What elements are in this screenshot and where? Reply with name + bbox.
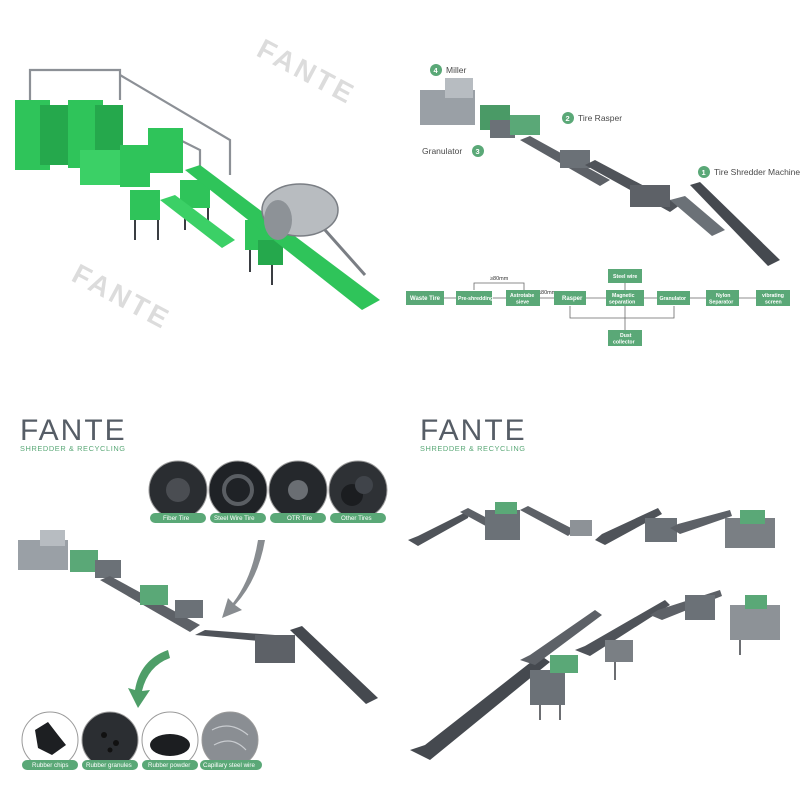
output-capillary-steel-wire: Capillary steel wire xyxy=(200,711,262,770)
brand-logo: FANTE SHREDDER & RECYCLING xyxy=(20,414,127,453)
flow-box-waste-tire: Waste Tire xyxy=(406,291,444,305)
svg-text:Astrotabe: Astrotabe xyxy=(510,293,534,299)
svg-text:Nylon: Nylon xyxy=(716,293,730,299)
svg-text:Tire Shredder Machine: Tire Shredder Machine xyxy=(714,167,800,177)
machinery xyxy=(15,100,283,265)
line-render xyxy=(420,78,780,266)
svg-text:Separator: Separator xyxy=(709,300,733,306)
watermark-top: FANTE xyxy=(252,33,361,111)
flow-box-magnetic-separation: Magnetic separation xyxy=(606,290,644,306)
flow-box-vibrating-screen: vibrating screen xyxy=(756,290,790,306)
label-shredder: 1 Tire Shredder Machine xyxy=(698,166,800,178)
brand-logo: FANTE SHREDDER & RECYCLING xyxy=(420,414,527,453)
flowchart: ≥80mm ≤80mm Waste Tire Pre-shredding Ast… xyxy=(406,269,790,346)
svg-text:Tire Rasper: Tire Rasper xyxy=(578,113,622,123)
label-rasper: 2 Tire Rasper xyxy=(562,112,622,124)
render-lower xyxy=(410,590,780,760)
svg-text:separation: separation xyxy=(609,300,635,306)
label-granulator: Granulator 3 xyxy=(422,145,484,157)
svg-text:OTR Tire: OTR Tire xyxy=(287,515,313,522)
process-overview: 4 Miller 2 Tire Rasper Granulator 3 1 Ti… xyxy=(400,0,800,400)
line-render xyxy=(18,530,378,704)
svg-text:Rasper: Rasper xyxy=(562,296,583,302)
svg-text:vibrating: vibrating xyxy=(762,293,784,299)
flow-box-pre-shredding: Pre-shredding xyxy=(456,291,493,305)
flow-box-nylon-separator: Nylon Separator xyxy=(706,290,739,306)
flow-box-rasper: Rasper xyxy=(554,291,586,305)
plant-render-green-svg: FANTE FANTE xyxy=(15,33,380,336)
watermark-bottom: FANTE xyxy=(67,258,176,336)
input-otr-tire: OTR Tire xyxy=(268,460,328,523)
output-rubber-granules: Rubber granules xyxy=(81,711,139,770)
input-other-tires: Other Tires xyxy=(328,460,388,523)
svg-text:Miller: Miller xyxy=(446,65,466,75)
svg-text:screen: screen xyxy=(765,300,782,306)
logo-subtitle: SHREDDER & RECYCLING xyxy=(420,444,526,453)
svg-text:sieve: sieve xyxy=(516,300,529,306)
input-steel-wire-tire: Steel Wire Tire xyxy=(208,460,268,523)
svg-text:Pre-shredding: Pre-shredding xyxy=(458,296,493,302)
logo-text: FANTE xyxy=(20,414,127,447)
svg-text:2: 2 xyxy=(566,114,570,123)
svg-text:Magnetic: Magnetic xyxy=(612,293,635,299)
conveyor-short xyxy=(160,195,235,248)
svg-text:Dust: Dust xyxy=(620,333,632,339)
svg-text:Other Tires: Other Tires xyxy=(341,515,372,522)
svg-text:Rubber powder: Rubber powder xyxy=(148,762,190,769)
flow-box-dust-collector: Dust collector xyxy=(608,330,642,346)
svg-text:Steel wire: Steel wire xyxy=(613,274,637,280)
plant-render-green: FANTE FANTE xyxy=(0,0,400,400)
svg-text:3: 3 xyxy=(476,147,480,156)
plant-render-gray-svg: FANTE SHREDDER & RECYCLING xyxy=(408,414,780,760)
svg-text:Rubber chips: Rubber chips xyxy=(32,762,68,769)
input-types: Fiber Tire Steel Wire Tire OTR Tire Othe… xyxy=(148,460,388,523)
arrow-in-icon xyxy=(222,540,265,618)
logo-subtitle: SHREDDER & RECYCLING xyxy=(20,444,126,453)
flow-box-granulator: Granulator xyxy=(657,291,690,305)
svg-text:4: 4 xyxy=(434,66,439,75)
label-le80: ≤80mm xyxy=(538,290,557,296)
svg-text:Granulator: Granulator xyxy=(660,296,687,302)
svg-text:Steel Wire Tire: Steel Wire Tire xyxy=(214,515,255,522)
flow-box-steel-wire: Steel wire xyxy=(608,269,642,283)
svg-text:Granulator: Granulator xyxy=(422,146,462,156)
input-fiber-tire: Fiber Tire xyxy=(148,460,208,523)
label-miller: 4 Miller xyxy=(430,64,466,76)
process-overview-svg: 4 Miller 2 Tire Rasper Granulator 3 1 Ti… xyxy=(406,64,800,346)
plant-render-gray: FANTE SHREDDER & RECYCLING xyxy=(400,400,800,800)
render-upper xyxy=(408,502,775,548)
svg-text:Fiber Tire: Fiber Tire xyxy=(163,515,190,522)
svg-text:1: 1 xyxy=(702,168,706,177)
output-rubber-chips: Rubber chips xyxy=(21,711,79,770)
arrow-out-icon xyxy=(128,650,170,708)
svg-text:Capillary steel wire: Capillary steel wire xyxy=(203,762,255,769)
label-ge80: ≥80mm xyxy=(490,276,509,282)
output-rubber-powder: Rubber powder xyxy=(141,711,199,770)
flow-box-astrotabe-sieve: Astrotabe sieve xyxy=(506,290,540,306)
svg-text:Rubber granules: Rubber granules xyxy=(86,762,132,769)
drum-screen xyxy=(261,183,367,276)
inputs-outputs-svg: FANTE SHREDDER & RECYCLING Fiber Tire St… xyxy=(18,414,388,770)
output-types: Rubber chips Rubber granules Rubber powd… xyxy=(21,711,262,770)
inputs-outputs-panel: FANTE SHREDDER & RECYCLING Fiber Tire St… xyxy=(0,400,400,800)
svg-text:collector: collector xyxy=(613,340,635,346)
logo-text: FANTE xyxy=(420,414,527,447)
svg-text:Waste Tire: Waste Tire xyxy=(410,296,441,302)
